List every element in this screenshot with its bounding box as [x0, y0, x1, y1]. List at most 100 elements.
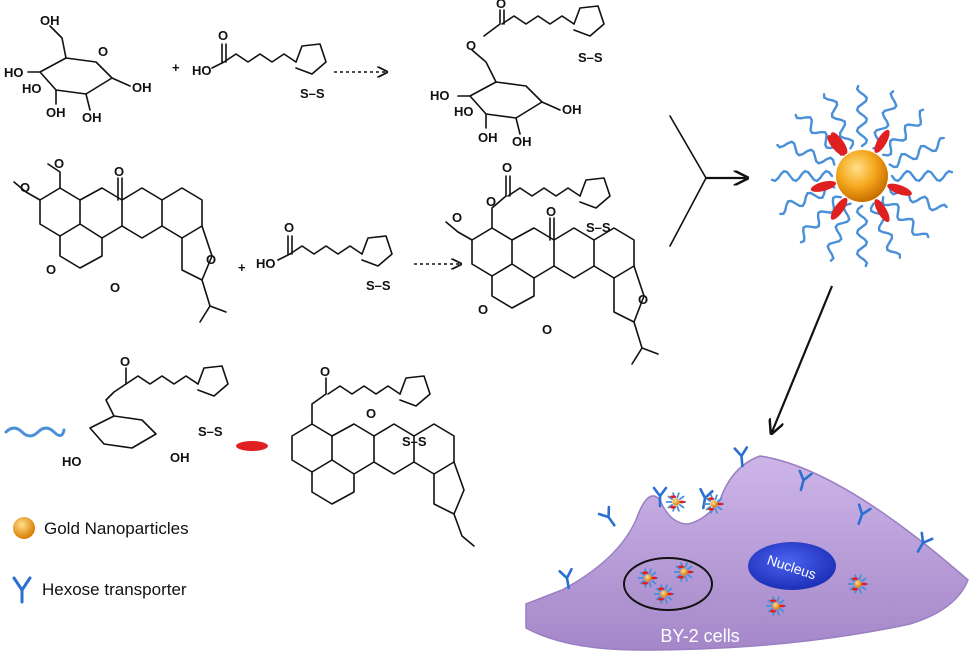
label-rotest-link-o: O [486, 194, 496, 209]
rotenone-ligand [810, 180, 837, 192]
glucose-ligand-strand [776, 140, 836, 166]
label-ho-left: HO [4, 65, 24, 80]
hexose-transporter-icon [916, 531, 934, 553]
rotenone-ligand [887, 183, 912, 196]
glucose-structure: OH HO HO OH OH OH O [4, 13, 152, 125]
label-rotest-o2: O [542, 322, 552, 337]
label-rot-o3: O [206, 252, 216, 267]
rotenone-ligand [874, 199, 890, 223]
label-acid-o: O [218, 28, 228, 43]
label-rotest-o3: O [638, 292, 648, 307]
label-ester-oh1: OH [478, 130, 498, 145]
legend-rot-s: S–S [402, 434, 427, 449]
glucose-ligand-strand [882, 108, 925, 157]
label-ester-s: S–S [578, 50, 603, 65]
glucose-ligand-strand [869, 202, 902, 259]
legend-transporter: Hexose transporter [12, 576, 187, 604]
legend-rot-keto: O [366, 406, 376, 421]
hexose-transporter-icon [597, 505, 616, 527]
legend-rot-o: O [320, 364, 330, 379]
hexose-transporter-icon [798, 469, 813, 492]
label-acid2-ho: HO [256, 256, 276, 271]
label-oh-top: OH [40, 13, 60, 28]
plus-sign-1: + [172, 60, 180, 75]
label-ester-link-o: O [466, 38, 476, 53]
glucose-ligand-strand [890, 169, 954, 183]
gold-core [836, 150, 888, 202]
label-ester-oh2: OH [512, 134, 532, 149]
label-acid-ho: HO [192, 63, 212, 78]
label-ester-oh3: OH [562, 102, 582, 117]
label-acid2-o: O [284, 220, 294, 235]
rotenone-lipoate-ester: O O O O O O O S–S [445, 160, 659, 365]
hexose-transporter-icon [652, 486, 668, 508]
glucose-ligand-strand [826, 202, 852, 262]
endosome [623, 557, 713, 611]
label-acid-s: S–S [300, 86, 325, 101]
label-ho-mid: HO [22, 81, 42, 96]
legend-glc-oh: OH [170, 450, 190, 465]
hexose-transporter-icon [558, 567, 573, 590]
label-acid2-s: S–S [366, 278, 391, 293]
legend-gold: Gold Nanoparticles [13, 517, 189, 539]
rotenone-ligand [827, 135, 846, 156]
merge-arrow [669, 115, 746, 247]
legend-glc-o: O [120, 354, 130, 369]
glucose-ligand-strand [779, 183, 836, 216]
label-oh-right: OH [132, 80, 152, 95]
functionalized-gold-nanoparticle [770, 84, 954, 268]
label-rot-ome-left: O [20, 180, 30, 195]
mini-nanoparticle [638, 568, 658, 588]
glucose-ligand-strand [881, 196, 930, 239]
label-ester-ho1: HO [430, 88, 450, 103]
plus-sign-2: + [238, 260, 246, 275]
hexose-transporter-icon [857, 503, 872, 526]
internalized-nanoparticles [638, 492, 868, 616]
mini-nanoparticle [848, 574, 868, 594]
label-oh-bottom2: OH [82, 110, 102, 125]
hexose-transporter-icon [699, 487, 714, 510]
label-rotest-ome: O [452, 210, 462, 225]
nucleus [748, 542, 836, 590]
rotenone-ligand [874, 129, 890, 153]
glucose-ligand-strand [872, 90, 898, 150]
legend-ligand-rotenone: O S–S O [236, 364, 475, 547]
mini-nanoparticle [766, 596, 786, 616]
glucose-ligand-strand [799, 195, 842, 244]
label-rotest-carbonyl: O [502, 160, 512, 175]
label-ester-ho2: HO [454, 104, 474, 119]
gold-nanoparticle-icon [13, 517, 35, 539]
mini-nanoparticle [674, 562, 694, 582]
glucose-ligand-strand [855, 204, 869, 268]
mini-nanoparticle [704, 494, 724, 514]
legend-glc-ho: HO [62, 454, 82, 469]
legend-gold-label: Gold Nanoparticles [44, 519, 189, 538]
hexose-transporter-icon [12, 576, 32, 604]
legend-transporter-label: Hexose transporter [42, 580, 187, 599]
label-rotest-keto: O [546, 204, 556, 219]
label-oh-bottom: OH [46, 105, 66, 120]
label-ester-o: O [496, 0, 506, 11]
label-rot-o2: O [110, 280, 120, 295]
label-rotest-o1: O [478, 302, 488, 317]
label-rotest-s: S–S [586, 220, 611, 235]
mini-nanoparticle [654, 584, 674, 604]
by2-cell: Nucleus BY-2 cells [525, 455, 969, 651]
glucose-ligand-strand [770, 169, 834, 183]
uptake-arrow [772, 285, 834, 432]
lipoic-acid-structure-1: O HO S–S [192, 28, 327, 101]
label-rot-keto: O [114, 164, 124, 179]
hexose-transporter-icon [733, 446, 749, 468]
label-rot-o1: O [46, 262, 56, 277]
lipoic-acid-structure-2: O HO S–S [256, 220, 393, 293]
glucose-ligand-strand [822, 93, 855, 150]
legend-ligand-glucose: O S–S HO OH [4, 354, 229, 469]
legend-glc-s: S–S [198, 424, 223, 439]
glucose-ligand-strand [888, 136, 945, 169]
glucose-lipoate-ester: O O HO HO OH OH OH S–S [430, 0, 605, 149]
cell-label: BY-2 cells [660, 626, 739, 646]
label-rot-ome-top: O [54, 156, 64, 171]
rotenone-structure: O O O O O O [13, 156, 227, 323]
hexose-transporters [558, 446, 934, 590]
